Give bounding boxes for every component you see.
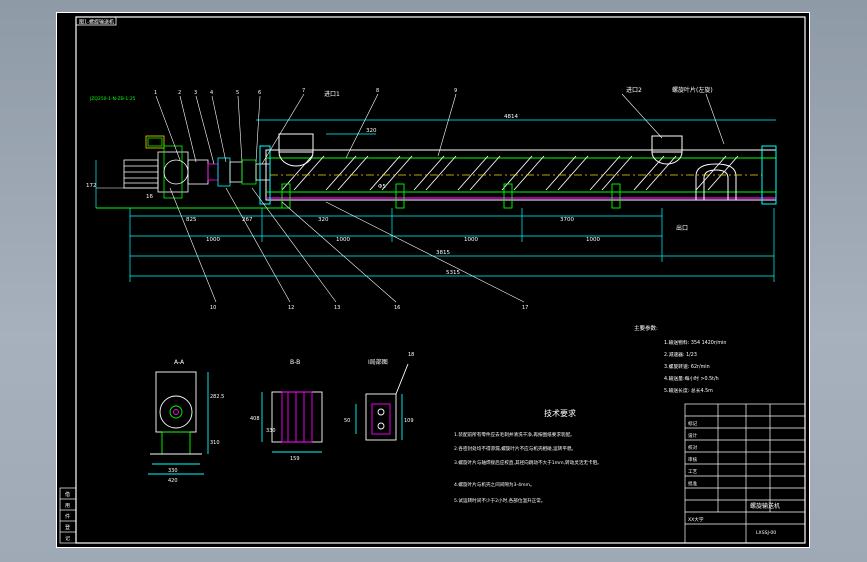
- drawing-sheet: 图1-螺旋输送机: [56, 12, 810, 548]
- tb-drawing-name: 螺旋输送机: [750, 502, 780, 510]
- dim-diam: Φ5: [378, 184, 386, 190]
- balloon-17: 17: [522, 305, 528, 311]
- balloon-12: 12: [288, 305, 294, 311]
- supports: [281, 183, 621, 209]
- left-block-4: 登: [65, 524, 70, 531]
- dim-aa-d-a: 282.5: [210, 394, 224, 400]
- dim-seg-3: 1000: [464, 237, 478, 243]
- left-block: [59, 487, 77, 544]
- dim-aa-w-b: 420: [168, 478, 178, 484]
- balloon-partial: 18: [408, 352, 414, 358]
- dim-mid: 320: [318, 217, 329, 223]
- tb-row-2: 设计: [688, 432, 698, 439]
- dim-seg-2: 1000: [336, 237, 350, 243]
- tb-row-3: 校对: [688, 444, 698, 451]
- dim-inner-a: 3815: [436, 250, 450, 256]
- screw-blades: [281, 155, 739, 191]
- dim-seg-4: 1000: [586, 237, 600, 243]
- view-aa: [148, 371, 209, 475]
- tb-row-6: 批准: [688, 480, 698, 487]
- dim-left-b: 267: [242, 217, 253, 223]
- tech-notes: 1.装配前所有零件应去毛刺并清洗干净,再按图纸要求装配。 2.各密封处均不得渗漏…: [454, 431, 602, 504]
- dim-total: 5315: [446, 270, 460, 276]
- param-3: 3.螺旋转速: 62r/min: [664, 363, 710, 370]
- param-4: 4.输送量:每小时 >0.5t/h: [664, 375, 719, 382]
- leaders-bottom: [169, 187, 525, 303]
- balloon-1: 1: [154, 90, 157, 96]
- dim-aa-d-b: 310: [210, 440, 220, 446]
- params: 1.输送物料: 354 1420r/min 2.减速器: 1/23 3.螺旋转速…: [664, 339, 726, 394]
- trough: [259, 145, 777, 205]
- dim-bb-h2: 330: [266, 428, 276, 434]
- label-inlet-1: 进口1: [324, 90, 340, 98]
- view-bb: [261, 391, 323, 453]
- outer-frame: [56, 12, 810, 548]
- dim-left-a: 825: [186, 217, 197, 223]
- balloon-9: 9: [454, 88, 457, 94]
- tech-note-1: 1.装配前所有零件应去毛刺并清洗干净,再按图纸要求装配。: [454, 431, 575, 438]
- left-block-3: 件: [65, 513, 70, 520]
- balloon-3: 3: [194, 90, 197, 96]
- balloon-10-11: 10: [210, 305, 216, 311]
- spec-callout: JZQ250-1-N-ZB-1:25: [89, 96, 136, 102]
- dim-h-left2: 16: [146, 194, 153, 200]
- drawing-canvas: 图1-螺旋输送机: [56, 12, 810, 548]
- tech-title: 技术要求: [544, 408, 576, 418]
- balloon-4: 4: [210, 90, 213, 96]
- title-tab-box: [75, 16, 117, 26]
- view-partial: [355, 363, 409, 441]
- label-outlet: 出口: [676, 224, 688, 232]
- dim-h-left: 172: [86, 183, 97, 189]
- title-tab: 图1-螺旋输送机: [79, 19, 114, 26]
- reducer: [157, 145, 271, 199]
- tb-company: XX大学: [688, 516, 704, 523]
- param-5: 5.输送长度: 总长4.5m: [664, 387, 713, 394]
- balloon-16: 16: [394, 305, 400, 311]
- dim-pitch: 320: [366, 128, 377, 134]
- dimension-lines: [95, 119, 776, 282]
- dim-aa-w-a: 330: [168, 468, 178, 474]
- inlet-1: [278, 133, 314, 167]
- tb-row-4: 审核: [688, 456, 698, 463]
- balloon-5: 5: [236, 90, 239, 96]
- title-block: [684, 403, 806, 544]
- params-title: 主要参数:: [634, 324, 658, 332]
- left-block-5: 记: [65, 535, 70, 542]
- label-inlet-2: 进口2: [626, 86, 642, 94]
- tech-note-4: 4.螺旋叶片与机壳之间间隙为3-4mm。: [454, 481, 535, 488]
- label-screw-blade: 螺旋叶片(左旋): [672, 86, 713, 94]
- tech-note-5: 5.试运转时间不少于2小时,各部位温升正常。: [454, 497, 545, 504]
- dim-top-len: 4814: [504, 114, 518, 120]
- outlet: [695, 163, 737, 200]
- dim-partial-w: 50: [344, 418, 350, 424]
- tech-note-2: 2.各密封处均不得渗漏,螺旋叶片不应与机壳相碰,运转平稳。: [454, 445, 576, 452]
- inner-frame: [75, 16, 806, 544]
- tech-note-3: 3.螺旋叶片与轴焊接后应校直,其径向跳动不大于1mm,转动灵活无卡阻。: [454, 459, 602, 466]
- tb-drawing-no: LXSSJ-00: [756, 530, 776, 536]
- balloon-7: 7: [302, 88, 305, 94]
- dim-bb-h: 408: [250, 416, 260, 422]
- view-partial-label: I局部图: [368, 358, 388, 366]
- view-bb-label: B-B: [290, 359, 300, 366]
- dim-bb-w: 159: [290, 456, 300, 462]
- left-block-2: 用: [65, 503, 70, 509]
- dim-partial-h: 109: [404, 418, 414, 424]
- view-aa-label: A-A: [174, 359, 185, 366]
- tb-row-5: 工艺: [688, 469, 698, 475]
- tb-row-1: 标记: [688, 420, 698, 427]
- balloon-8: 8: [376, 88, 379, 94]
- leaders-top: [155, 93, 725, 165]
- param-2: 2.减速器: 1/23: [664, 351, 697, 358]
- left-block-1: 借: [65, 491, 70, 498]
- param-1: 1.输送物料: 354 1420r/min: [664, 339, 726, 346]
- balloon-13: 13: [334, 305, 340, 311]
- balloon-6: 6: [258, 90, 261, 96]
- balloon-2: 2: [178, 90, 181, 96]
- dim-inner-b: 3700: [560, 217, 574, 223]
- dim-seg-1: 1000: [206, 237, 220, 243]
- inlet-2: [651, 135, 683, 165]
